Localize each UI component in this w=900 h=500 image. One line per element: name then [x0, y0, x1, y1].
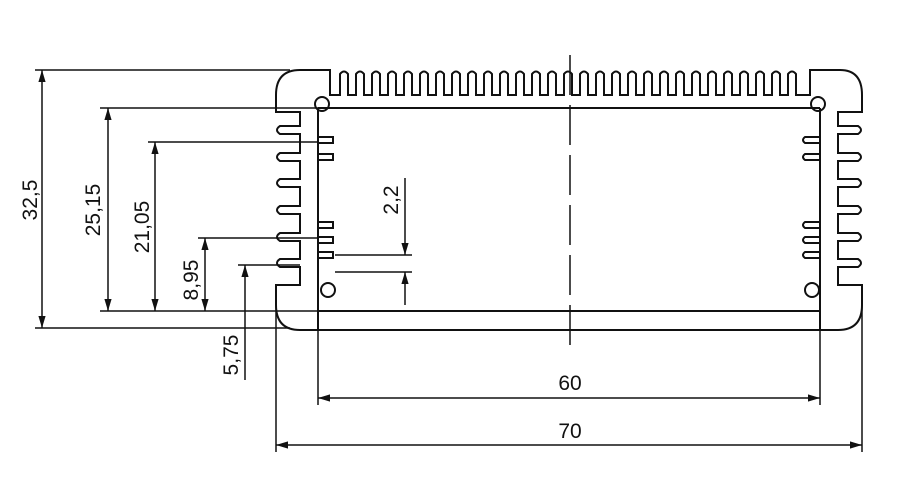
dim-label-2-2: 2,2 [380, 185, 403, 214]
inner-slot-fin-left [318, 136, 334, 144]
dim-label-70: 70 [558, 420, 581, 443]
screw-boss-tr [810, 96, 826, 112]
dim-label-60: 60 [558, 372, 581, 395]
inner-slot-fin-right [802, 221, 820, 229]
inner-slot-fin-left [318, 251, 334, 259]
screw-boss-br [804, 282, 820, 298]
extension-lines [35, 69, 863, 452]
profile-outline [275, 69, 863, 331]
inner-slot-fin-left [318, 221, 334, 229]
dim-label-32-5: 32,5 [19, 180, 42, 221]
dim-label-5-75: 5,75 [220, 335, 243, 376]
inner-slot-fin-left [318, 153, 334, 161]
inner-slot-fin-left [318, 236, 334, 244]
inner-slot-fin-right [802, 153, 820, 161]
screw-boss-tl [314, 96, 330, 112]
dim-label-21-05: 21,05 [131, 201, 154, 254]
inner-slot-fin-right [802, 136, 820, 144]
inner-slot-fin-right [802, 236, 820, 244]
dimension-lines [38, 70, 862, 449]
dim-label-25-15: 25,15 [82, 184, 105, 237]
outer-profile [275, 69, 863, 331]
dim-label-8-95: 8,95 [180, 260, 203, 301]
inner-slot-fin-right [802, 251, 820, 259]
screw-boss-bl [320, 282, 336, 298]
